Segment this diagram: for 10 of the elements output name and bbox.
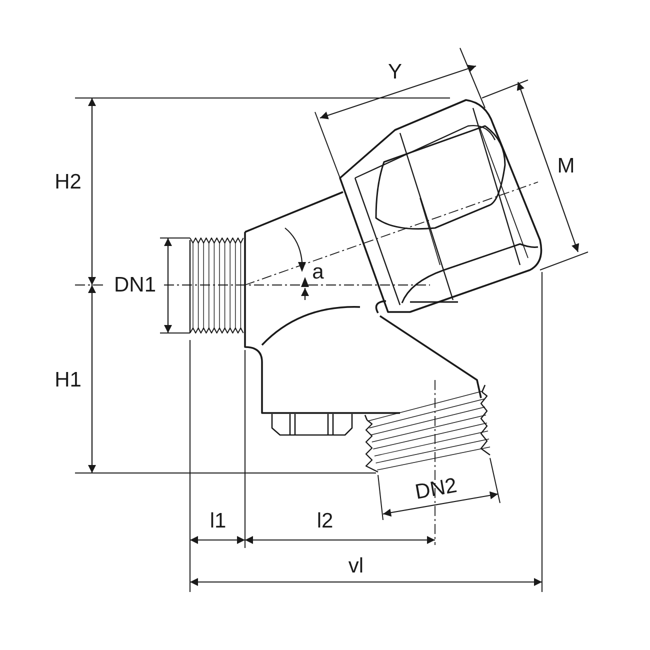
dimension-label: l1: [210, 510, 226, 532]
dimension-label: DN1: [114, 274, 156, 296]
dimension-label: a: [312, 262, 324, 282]
dimension-label: DN2: [414, 475, 458, 503]
dimension-label: H1: [54, 370, 82, 390]
dimension-label: H2: [54, 172, 82, 192]
dimension-label: l2: [316, 510, 334, 532]
dimension-label: vl: [348, 556, 364, 576]
dimension-label: Y: [388, 62, 402, 82]
dimension-label: M: [557, 156, 575, 176]
